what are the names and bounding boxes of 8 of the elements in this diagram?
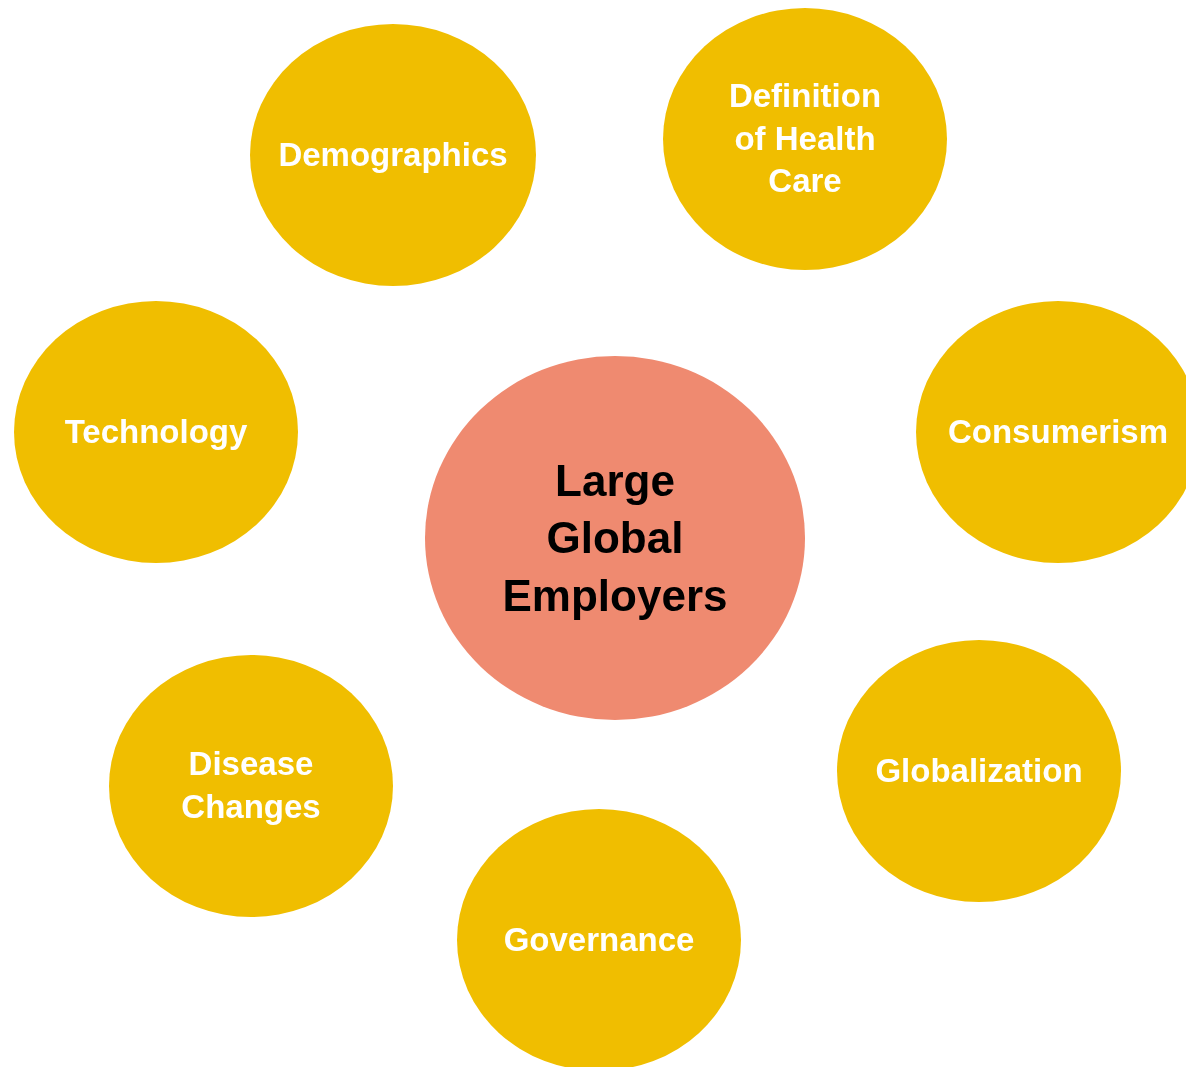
ellipse-label: Governance bbox=[503, 919, 695, 960]
ellipse-label: Consumerism bbox=[947, 411, 1169, 452]
ellipse-label: Disease Changes bbox=[180, 744, 322, 827]
ellipse-label: Demographics bbox=[278, 134, 508, 175]
ellipse-label: Globalization bbox=[875, 750, 1083, 791]
ellipse-label: Technology bbox=[64, 411, 248, 452]
ellipse-label: Definition of Health Care bbox=[727, 75, 883, 202]
ellipse-label: Large Global Employers bbox=[501, 455, 729, 622]
